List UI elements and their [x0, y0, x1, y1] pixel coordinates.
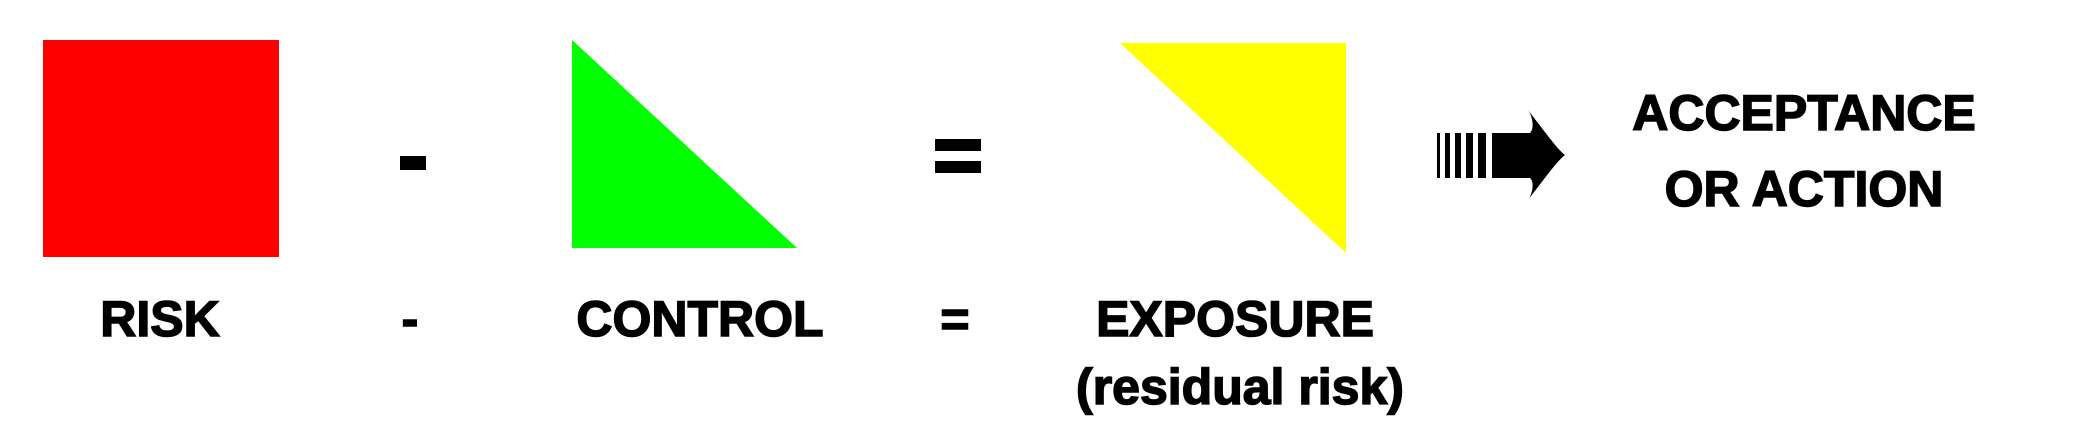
- control-triangle: [572, 40, 797, 248]
- minus-operator-icon: [400, 156, 426, 170]
- minus-label: -: [401, 291, 419, 347]
- equals-label: =: [940, 291, 971, 347]
- equals-operator-icon: [935, 139, 981, 173]
- control-label: CONTROL: [576, 291, 825, 347]
- risk-square: [43, 40, 279, 257]
- dashed-right-arrow-icon: [1437, 110, 1565, 200]
- exposure-label: EXPOSURE: [1095, 291, 1374, 347]
- risk-label: RISK: [100, 291, 221, 347]
- exposure-triangle: [1120, 43, 1346, 253]
- residual-risk-label: (residual risk): [1075, 359, 1404, 415]
- acceptance-title-line1: ACCEPTANCE: [1631, 85, 1976, 141]
- acceptance-title-line2: OR ACTION: [1664, 161, 1944, 217]
